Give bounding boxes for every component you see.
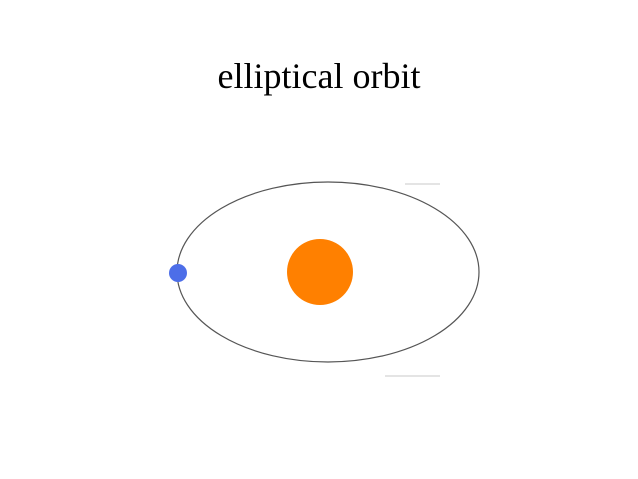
sun <box>287 239 353 305</box>
planet <box>169 264 187 282</box>
page-title: elliptical orbit <box>217 56 421 96</box>
